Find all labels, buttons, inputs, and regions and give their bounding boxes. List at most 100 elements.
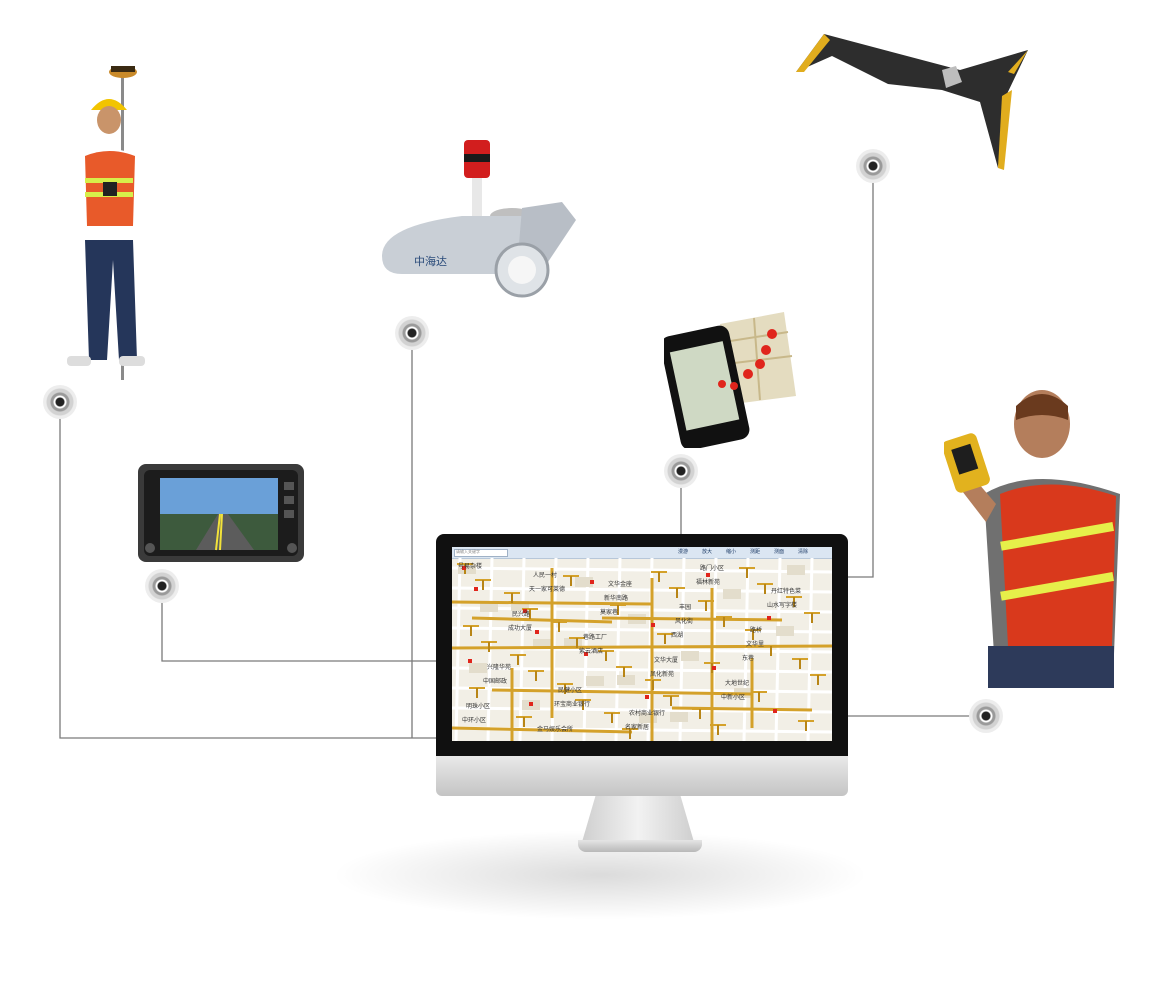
valve-marker xyxy=(773,709,777,713)
connector-node-rtk xyxy=(43,385,77,419)
valve-marker xyxy=(590,580,594,584)
valve-marker xyxy=(474,587,478,591)
toolbar-clear-button[interactable]: 清除 xyxy=(798,549,809,555)
pipe-line xyxy=(452,726,633,734)
map-place-label: 名家新居 xyxy=(625,725,650,731)
handheld-gps-icon xyxy=(944,390,1120,688)
wire-rtk-surveyor xyxy=(59,402,436,739)
map-place-label: 大地世纪 xyxy=(725,681,750,687)
map-place-label: 文华里 xyxy=(746,642,765,648)
toolbar-zoom-out-button[interactable]: 缩小 xyxy=(726,549,737,555)
scanner-brand-label: 中海达 xyxy=(414,254,447,268)
street-line xyxy=(452,586,832,594)
pipe-network-map xyxy=(452,558,832,741)
map-place-label: 巷路工厂 xyxy=(583,635,608,641)
valve-marker xyxy=(651,623,655,627)
map-place-label: 文华大厦 xyxy=(654,658,679,664)
connector-node-car-nav xyxy=(145,569,179,603)
map-place-label: 中国邮政 xyxy=(483,679,508,685)
building-block xyxy=(575,577,593,587)
street-line xyxy=(518,558,526,741)
building-block xyxy=(670,712,688,722)
building-block xyxy=(776,626,794,636)
map-place-label: 新华南路 xyxy=(604,596,629,602)
map-place-label: 福林新苑 xyxy=(696,580,721,586)
map-place-label: 农村商业银行 xyxy=(629,711,666,717)
building-block xyxy=(533,639,551,649)
map-place-label: 中新小区 xyxy=(721,695,746,701)
map-toolbar: 请输入关键字 漫游 放大 缩小 测距 测面 清除 xyxy=(452,547,832,559)
street-line xyxy=(742,558,750,741)
map-place-label: 莫家巷 xyxy=(600,610,619,616)
building-block xyxy=(586,676,604,686)
building-block xyxy=(458,564,476,574)
map-place-label: 明珠小区 xyxy=(466,704,491,710)
map-place-label: 民健小区 xyxy=(558,688,583,694)
street-line xyxy=(454,558,462,741)
map-place-label: 西湖 xyxy=(671,633,684,639)
toolbar-pan-button[interactable]: 漫游 xyxy=(678,549,689,555)
pipe-line xyxy=(471,616,613,624)
street-line xyxy=(452,706,832,714)
valve-marker xyxy=(535,630,539,634)
map-place-label: 路桥 xyxy=(750,628,763,634)
map-place-label: 中环小区 xyxy=(462,718,487,724)
pipe-line xyxy=(491,688,753,696)
valve-marker xyxy=(462,566,466,570)
building-block xyxy=(723,589,741,599)
monitor-base xyxy=(578,840,702,852)
building-block xyxy=(469,663,487,673)
wire-drone xyxy=(848,166,874,578)
map-place-label: 丰园 xyxy=(679,605,692,611)
lidar-scanner-icon: 中海达 xyxy=(382,140,576,298)
connector-node-scanner xyxy=(395,316,429,350)
building-block xyxy=(564,638,582,648)
drone-icon xyxy=(796,34,1028,170)
building-block xyxy=(787,565,805,575)
monitor-stand xyxy=(582,796,694,842)
street-line xyxy=(806,558,814,741)
street-line xyxy=(452,666,832,674)
toolbar-zoom-in-button[interactable]: 放大 xyxy=(702,549,713,555)
map-place-label: 人民一村 xyxy=(533,573,558,579)
map-place-label: 兴隆华苑 xyxy=(487,665,512,671)
valve-marker xyxy=(468,659,472,663)
map-search-input[interactable] xyxy=(454,549,508,557)
map-search-placeholder: 请输入关键字 xyxy=(456,549,480,554)
map-place-label: 环宝商业银行 xyxy=(554,702,591,708)
map-place-label: 东巷 xyxy=(742,656,755,662)
toolbar-measure-area-button[interactable]: 测面 xyxy=(774,549,785,555)
map-place-label: 民兴路 xyxy=(512,612,531,618)
street-line xyxy=(614,558,622,741)
valve-marker xyxy=(712,666,716,670)
street-line xyxy=(452,686,832,694)
map-place-label: 文华金座 xyxy=(608,582,633,588)
map-place-label: 成功大厦 xyxy=(508,626,533,632)
connector-node-handheld xyxy=(969,699,1003,733)
map-place-label: 金马娱乐会所 xyxy=(537,727,574,733)
street-line xyxy=(452,626,832,634)
map-place-label: 山水写字楼 xyxy=(767,603,798,609)
map-place-label: 丹红特色菜 xyxy=(771,589,802,595)
smartphone-map-icon xyxy=(664,312,796,448)
valve-marker xyxy=(529,702,533,706)
building-block xyxy=(617,675,635,685)
building-block xyxy=(511,601,529,611)
pipe-line xyxy=(601,616,783,622)
car-navigation-icon xyxy=(138,464,304,562)
toolbar-measure-distance-button[interactable]: 测距 xyxy=(750,549,761,555)
map-place-label: 凤化新苑 xyxy=(650,672,675,678)
map-place-label: 风化街 xyxy=(675,619,694,625)
map-place-label: 天一家可莱德 xyxy=(529,587,566,593)
building-block xyxy=(480,602,498,612)
map-place-label: 路门小区 xyxy=(700,566,725,572)
street-line xyxy=(582,558,590,741)
valve-marker xyxy=(645,695,649,699)
wire-car-navigation xyxy=(161,586,436,662)
valve-marker xyxy=(523,609,527,613)
monitor-chin xyxy=(436,756,848,796)
building-block xyxy=(639,713,657,723)
map-place-label: 紫云酒店 xyxy=(579,649,604,655)
valve-marker xyxy=(584,652,588,656)
